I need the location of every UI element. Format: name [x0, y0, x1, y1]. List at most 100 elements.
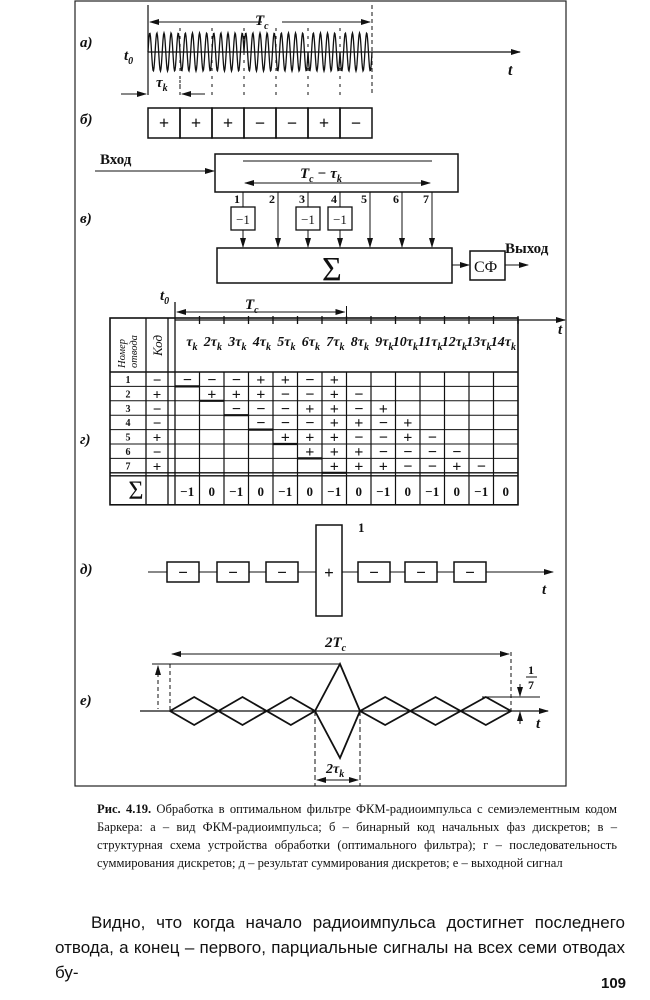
tick-label: 13τk — [466, 335, 491, 353]
sidelobe-box — [216, 561, 250, 583]
header-tap: отвода — [129, 335, 140, 368]
header-tap: Номер — [117, 339, 128, 369]
delay-label: Tc − τk — [300, 166, 342, 185]
cell-sign: − — [305, 372, 314, 389]
code-sign: + — [223, 113, 233, 133]
tap-number: 1 — [234, 192, 240, 206]
t-axis-label: t — [508, 62, 513, 79]
sum-value: −1 — [474, 484, 488, 499]
tap-number: 3 — [299, 192, 305, 206]
sidelobe-box — [166, 561, 200, 583]
tick-label: 11τk — [418, 335, 442, 353]
inverter-label: −1 — [333, 212, 347, 227]
inverter-label: −1 — [236, 212, 250, 227]
sum-value: −1 — [180, 484, 194, 499]
tick-label: 10τk — [393, 335, 418, 353]
tau-k-label: τk — [156, 75, 168, 94]
cell-sign: + — [330, 372, 339, 389]
cell-sign: + — [305, 444, 314, 461]
cell-sign: + — [379, 458, 388, 475]
cell-sign: − — [305, 386, 314, 403]
sum-value: 0 — [307, 484, 314, 499]
tap-number: 6 — [393, 192, 399, 206]
cell-sign: + — [207, 386, 216, 403]
tick-label: 6τk — [302, 335, 320, 353]
cell-sign: + — [330, 458, 339, 475]
sum-value: 0 — [503, 484, 510, 499]
body-text: Видно, что когда начало радиоимпульса до… — [55, 910, 625, 985]
barker-code-boxes: +++−−+− — [147, 107, 373, 139]
g-tc-label: Tc — [245, 297, 259, 316]
cell-sign: − — [428, 430, 437, 447]
t0-label: t0 — [124, 48, 133, 67]
tick-label: 14τk — [491, 335, 516, 353]
box-sign: − — [369, 563, 379, 582]
tick-label: 8τk — [351, 335, 369, 353]
cell-sign: − — [428, 444, 437, 461]
tick-label: 7τk — [326, 335, 344, 353]
code-sign: + — [191, 113, 201, 133]
tap-number: 5 — [126, 433, 131, 444]
cell-sign: + — [330, 430, 339, 447]
tap-number: 3 — [126, 404, 131, 415]
g-t0-label: t0 — [160, 288, 169, 307]
panel-label-d: д) — [80, 562, 92, 578]
figure-frame — [74, 0, 567, 787]
cell-sign: − — [354, 430, 363, 447]
page-number: 109 — [601, 975, 627, 992]
sum-value: 0 — [454, 484, 461, 499]
caption-text: Обработка в оптимальном фильтре ФКМ-ради… — [97, 802, 617, 870]
code-sign: − — [287, 113, 297, 133]
g-t-axis-label: t — [558, 322, 563, 338]
cell-sign: − — [403, 458, 412, 475]
summation-result: −−−+−−− — [148, 524, 554, 617]
tick-label: 4τk — [252, 335, 271, 353]
panel-label-v: в) — [80, 211, 92, 227]
panel-a-radio-pulse: а) — [80, 5, 521, 100]
sum-symbol: Σ — [322, 251, 342, 288]
tap-number: 2 — [269, 192, 275, 206]
cell-sign: + — [281, 372, 290, 389]
cell-sign: − — [428, 458, 437, 475]
code-sign: + — [159, 113, 169, 133]
cell-sign: + — [330, 444, 339, 461]
code-sign: − — [153, 416, 162, 432]
cell-sign: + — [330, 401, 339, 418]
sum-symbol: Σ — [128, 476, 143, 505]
box-sign: − — [277, 563, 287, 582]
sum-value: 0 — [356, 484, 363, 499]
d-t-axis-label: t — [542, 582, 547, 598]
cell-sign: − — [256, 401, 265, 418]
code-sign: + — [153, 459, 162, 475]
width-label: 2Tc — [324, 635, 347, 654]
tick-label: 2τk — [203, 335, 222, 353]
cell-sign: + — [403, 430, 412, 447]
cell-sign: − — [183, 372, 192, 389]
tap-number: 7 — [126, 461, 131, 472]
cell-sign: − — [379, 415, 388, 432]
cell-sign: + — [232, 386, 241, 403]
box-sign: + — [324, 563, 334, 582]
caption-label: Рис. 4.19. — [97, 802, 152, 816]
delay-line — [214, 153, 459, 193]
cell-sign: − — [477, 458, 486, 475]
cell-sign: + — [256, 386, 265, 403]
panel-label-b: б) — [80, 112, 92, 128]
tap-number: 5 — [361, 192, 367, 206]
sum-value: −1 — [376, 484, 390, 499]
tick-label: 5τk — [277, 335, 295, 353]
sum-value: 0 — [209, 484, 216, 499]
box-sign: − — [416, 563, 426, 582]
code-sign: − — [153, 402, 162, 418]
sum-value: 0 — [405, 484, 412, 499]
cell-sign: − — [403, 444, 412, 461]
sum-value: −1 — [425, 484, 439, 499]
code-sign: + — [153, 431, 162, 447]
cell-sign: − — [281, 415, 290, 432]
main-peak — [313, 661, 361, 761]
panel-label-e: е) — [80, 693, 92, 709]
cell-sign: − — [305, 415, 314, 432]
header-code: Код — [150, 335, 165, 357]
